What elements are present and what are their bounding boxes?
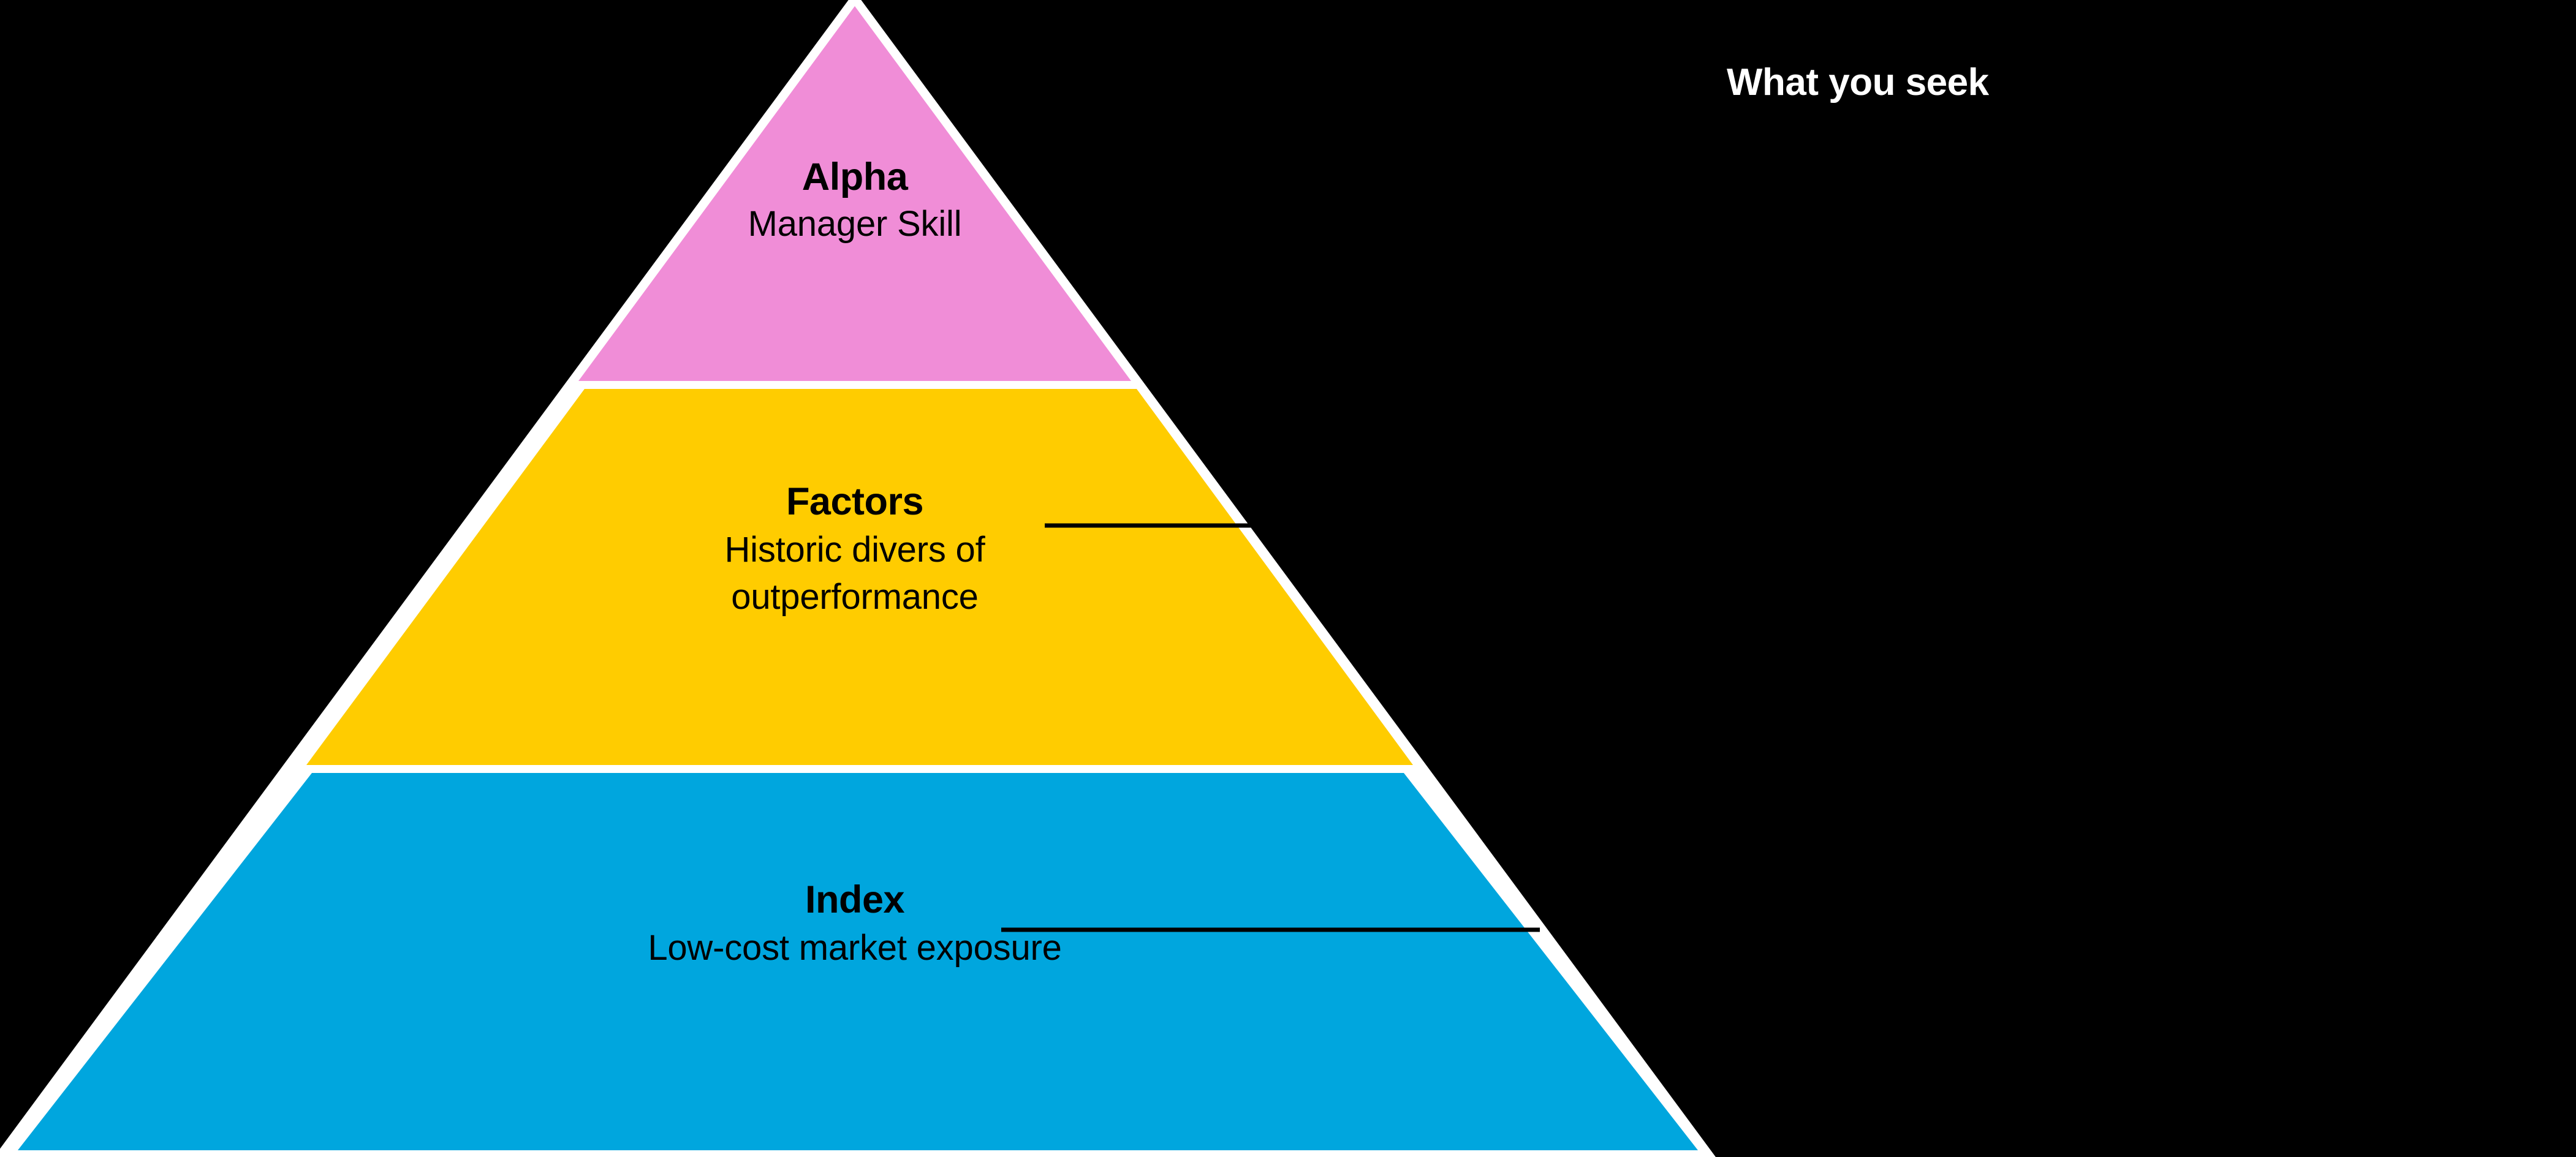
- pyramid-tier-factors-fill: [306, 389, 1409, 765]
- pyramid-tier-alpha[interactable]: [578, 6, 1131, 381]
- callout-what-you-seek: What you seek: [1727, 61, 1989, 104]
- pyramid-tier-index[interactable]: [18, 773, 1698, 1150]
